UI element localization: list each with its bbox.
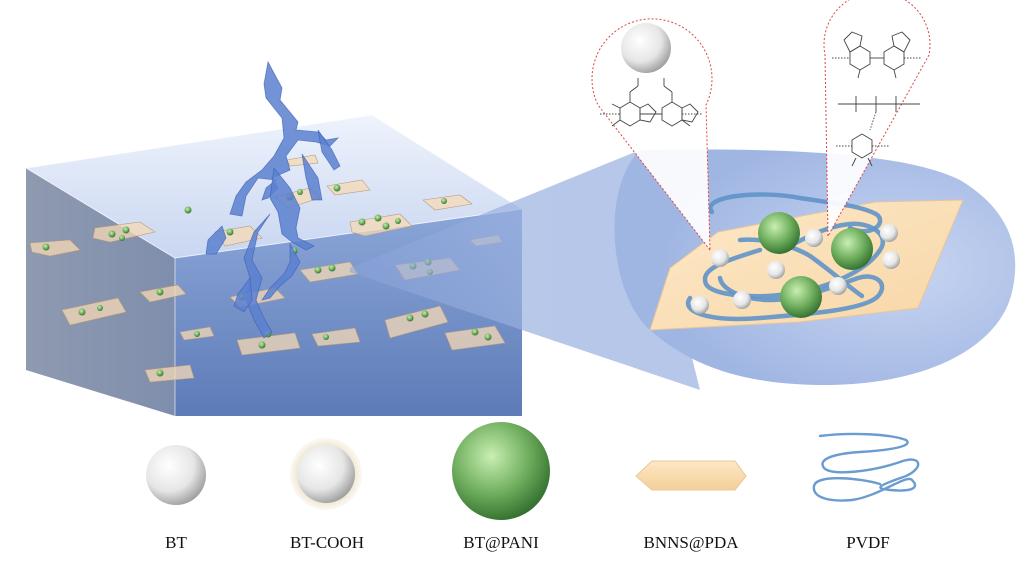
bt-sphere: [733, 291, 751, 309]
pani-particle: [122, 226, 130, 234]
callout-pda-pvdf-interface: [823, 0, 931, 238]
bnns-flake: [61, 297, 127, 326]
legend: [146, 422, 920, 520]
bnns-flake: [144, 364, 195, 383]
callout-bt-sphere: [621, 23, 671, 73]
zoom-beam: [350, 150, 700, 390]
legend-bt-icon: [146, 445, 206, 505]
pani-particle: [226, 228, 234, 236]
bt-sphere: [882, 251, 900, 269]
legend-bt-cooh-icon: [297, 445, 355, 503]
embedded-bnns-flakes: [29, 154, 506, 383]
bnns-flake: [384, 305, 449, 339]
pani-particle: [406, 314, 414, 322]
callout-bt-cooh-interface: [591, 18, 713, 252]
bt-sphere: [805, 229, 823, 247]
bt-sphere: [711, 249, 729, 267]
pani-particle: [333, 184, 341, 192]
bt-sphere: [880, 224, 898, 242]
pani-particle: [78, 308, 86, 316]
pani-particle: [323, 334, 329, 340]
bt-pani-sphere: [758, 212, 800, 254]
bnns-flake: [444, 325, 506, 351]
pani-particle: [194, 331, 200, 337]
pani-particle: [374, 214, 382, 222]
pani-particle: [156, 288, 164, 296]
bnns-flake: [286, 154, 319, 167]
block-side-face: [26, 168, 175, 416]
bnns-flake: [422, 194, 473, 211]
pani-particle: [328, 264, 336, 272]
bt-sphere: [691, 296, 709, 314]
bnns-flake: [311, 327, 361, 347]
legend-label-bnns-pda: BNNS@PDA: [643, 533, 739, 552]
pani-particle: [421, 310, 429, 318]
pani-particle: [484, 333, 492, 341]
chemical-structure-icon: [832, 31, 922, 167]
lightning-bolt-icon: [205, 60, 341, 339]
legend-label-bt-pani: BT@PANI: [463, 533, 539, 552]
bnns-flake: [236, 332, 301, 356]
legend-bt-pani-icon: [452, 422, 550, 520]
pani-particle: [395, 218, 401, 224]
pani-particle: [297, 189, 303, 195]
pani-particle: [258, 341, 266, 349]
legend-label-pvdf: PVDF: [846, 533, 890, 552]
bt-sphere: [767, 261, 785, 279]
pani-particle: [97, 305, 103, 311]
pani-particle: [471, 328, 479, 336]
pani-particle: [108, 230, 116, 238]
pani-particle: [314, 266, 322, 274]
pani-particle: [441, 198, 447, 204]
bt-sphere: [829, 277, 847, 295]
bnns-flake: [29, 239, 81, 257]
legend-label-bt: BT: [165, 533, 187, 552]
bt-pani-sphere: [780, 276, 822, 318]
pani-particle: [184, 206, 192, 214]
pani-particle: [382, 222, 390, 230]
zoomed-particles: [691, 212, 900, 318]
chemical-structure-icon: [600, 78, 702, 127]
pani-particle: [156, 369, 164, 377]
pani-particle: [119, 235, 125, 241]
bt-pani-sphere: [831, 228, 873, 270]
legend-label-bt-cooh: BT-COOH: [290, 533, 364, 552]
pani-particle: [42, 243, 50, 251]
legend-bnns-pda-icon: [635, 460, 747, 491]
pani-particle: [358, 218, 366, 226]
legend-pvdf-icon: [812, 432, 920, 502]
